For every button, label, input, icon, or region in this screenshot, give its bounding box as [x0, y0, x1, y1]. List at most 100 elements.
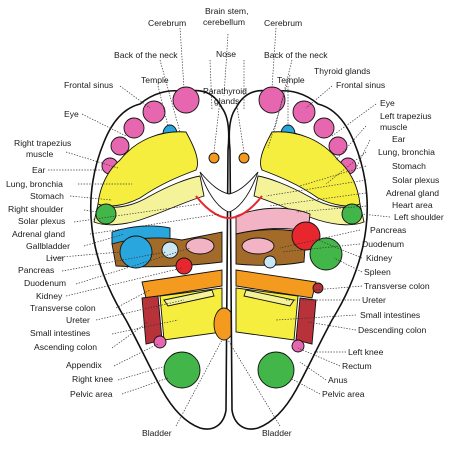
labels: Cerebrum Brain stem, cerebellum Cerebrum…: [6, 6, 444, 438]
label-back-of-neck-left: Back of the neck: [114, 50, 178, 60]
left-toe-2: [142, 100, 166, 124]
label-lung-left: Lung, bronchia: [6, 179, 63, 189]
right-toe-2: [292, 100, 316, 124]
label-kidney-right: Kidney: [366, 253, 393, 263]
right-kidney-circle: [291, 221, 321, 251]
leader-lines: [48, 27, 391, 427]
right-foot: [228, 86, 369, 430]
label-appendix: Appendix: [66, 360, 103, 370]
left-toe-4: [110, 136, 130, 156]
label-adrenal-left: Adrenal gland: [12, 229, 65, 239]
label-duodenum-right: Duodenum: [362, 239, 404, 249]
label-solar-left: Solar plexus: [18, 216, 65, 226]
left-transverse-colon: [141, 269, 223, 299]
right-pelvic-circle: [257, 351, 295, 389]
label-parathyroid-1: Parathyroid: [203, 86, 247, 96]
label-pelvic-right: Pelvic area: [322, 389, 365, 399]
label-small-int-left: Small intestines: [30, 328, 90, 338]
label-stomach-right: Stomach: [392, 161, 426, 171]
appendix-spot: [153, 335, 167, 349]
right-spleen-circle: [309, 237, 343, 271]
label-liver: Liver: [46, 253, 65, 263]
label-transverse-right: Transverse colon: [364, 281, 430, 291]
left-liver-circle: [119, 235, 153, 269]
label-left-shoulder: Left shoulder: [394, 212, 444, 222]
left-trapezius-area: [93, 175, 205, 226]
left-duodenum-zone: [185, 237, 215, 255]
label-nose: Nose: [216, 49, 236, 59]
label-gallbladder: Gallbladder: [26, 241, 70, 251]
label-ear-right: Ear: [392, 134, 406, 144]
label-ascending: Ascending colon: [34, 342, 97, 352]
right-ureter-strip: [243, 289, 295, 307]
left-foot: [89, 86, 235, 430]
label-adrenal-right: Adrenal gland: [386, 188, 439, 198]
right-descending-colon: [295, 297, 317, 345]
label-heart: Heart area: [392, 200, 433, 210]
label-right-knee: Right knee: [72, 374, 113, 384]
rectum-spot: [291, 339, 305, 353]
label-stomach-left: Stomach: [30, 191, 64, 201]
label-eye-left: Eye: [64, 109, 79, 119]
label-right-trapezius-1: Right trapezius: [14, 138, 71, 148]
diaphragm-line-left: [195, 195, 230, 219]
label-lung-right: Lung, bronchia: [378, 147, 435, 157]
label-duodenum-left: Duodenum: [24, 278, 66, 288]
label-cerebrum-right: Cerebrum: [264, 18, 302, 28]
label-kidney-left: Kidney: [36, 291, 63, 301]
label-bladder-left: Bladder: [142, 428, 172, 438]
left-lung-area: [97, 131, 198, 207]
label-rectum: Rectum: [342, 361, 372, 371]
label-eye-right: Eye: [380, 98, 395, 108]
label-thyroid: Thyroid glands: [314, 66, 370, 76]
right-lung-area: [260, 131, 361, 207]
label-ear-left: Ear: [32, 165, 46, 175]
label-spleen: Spleen: [364, 267, 391, 277]
label-ureter-left: Ureter: [66, 315, 90, 325]
right-toe-4: [328, 136, 348, 156]
solar-plexus-arch: [199, 171, 259, 213]
diaphragm-line-right: [228, 195, 263, 219]
label-right-shoulder: Right shoulder: [8, 204, 64, 214]
label-temple-left: Temple: [141, 75, 169, 85]
label-frontal-sinus-left: Frontal sinus: [64, 80, 113, 90]
right-trapezius-area: [253, 175, 365, 226]
left-kidney-spot: [175, 257, 193, 275]
label-cerebellum: cerebellum: [203, 17, 245, 27]
left-shoulder-zone: [95, 203, 117, 225]
label-right-trapezius-2: muscle: [26, 149, 53, 159]
label-ureter-right: Ureter: [362, 295, 386, 305]
label-back-of-neck-right: Back of the neck: [264, 50, 328, 60]
left-parathyroid-spot: [208, 152, 220, 164]
left-pelvic-circle: [163, 351, 201, 389]
label-left-trapezius-2: muscle: [380, 122, 407, 132]
right-toe-3: [313, 117, 335, 139]
label-brain-stem: Brain stem,: [205, 6, 248, 16]
label-left-trapezius-1: Left trapezius: [380, 111, 432, 121]
label-temple-right: Temple: [277, 75, 305, 85]
left-toe-3: [123, 117, 145, 139]
label-transverse-left: Transverse colon: [30, 303, 96, 313]
right-kidney-spot: [263, 255, 277, 269]
label-cerebrum-left: Cerebrum: [148, 18, 186, 28]
label-pancreas-left: Pancreas: [18, 265, 54, 275]
right-pancreas-zone: [241, 237, 275, 255]
right-transverse-colon: [235, 269, 317, 299]
left-big-toe: [172, 86, 200, 114]
right-colon-knob: [312, 282, 324, 294]
label-left-knee: Left knee: [348, 347, 384, 357]
label-small-int-right: Small intestines: [360, 310, 420, 320]
label-pelvic-left: Pelvic area: [70, 389, 113, 399]
label-pancreas-right: Pancreas: [370, 225, 406, 235]
label-frontal-sinus-right: Frontal sinus: [336, 80, 385, 90]
label-descending: Descending colon: [358, 325, 427, 335]
label-anus: Anus: [328, 375, 348, 385]
right-big-toe: [258, 86, 286, 114]
label-parathyroid-2: glands: [214, 96, 239, 106]
right-parathyroid-spot: [238, 152, 250, 164]
label-solar-right: Solar plexus: [392, 175, 439, 185]
left-pancreas-spot: [161, 241, 179, 259]
label-bladder-right: Bladder: [262, 428, 292, 438]
